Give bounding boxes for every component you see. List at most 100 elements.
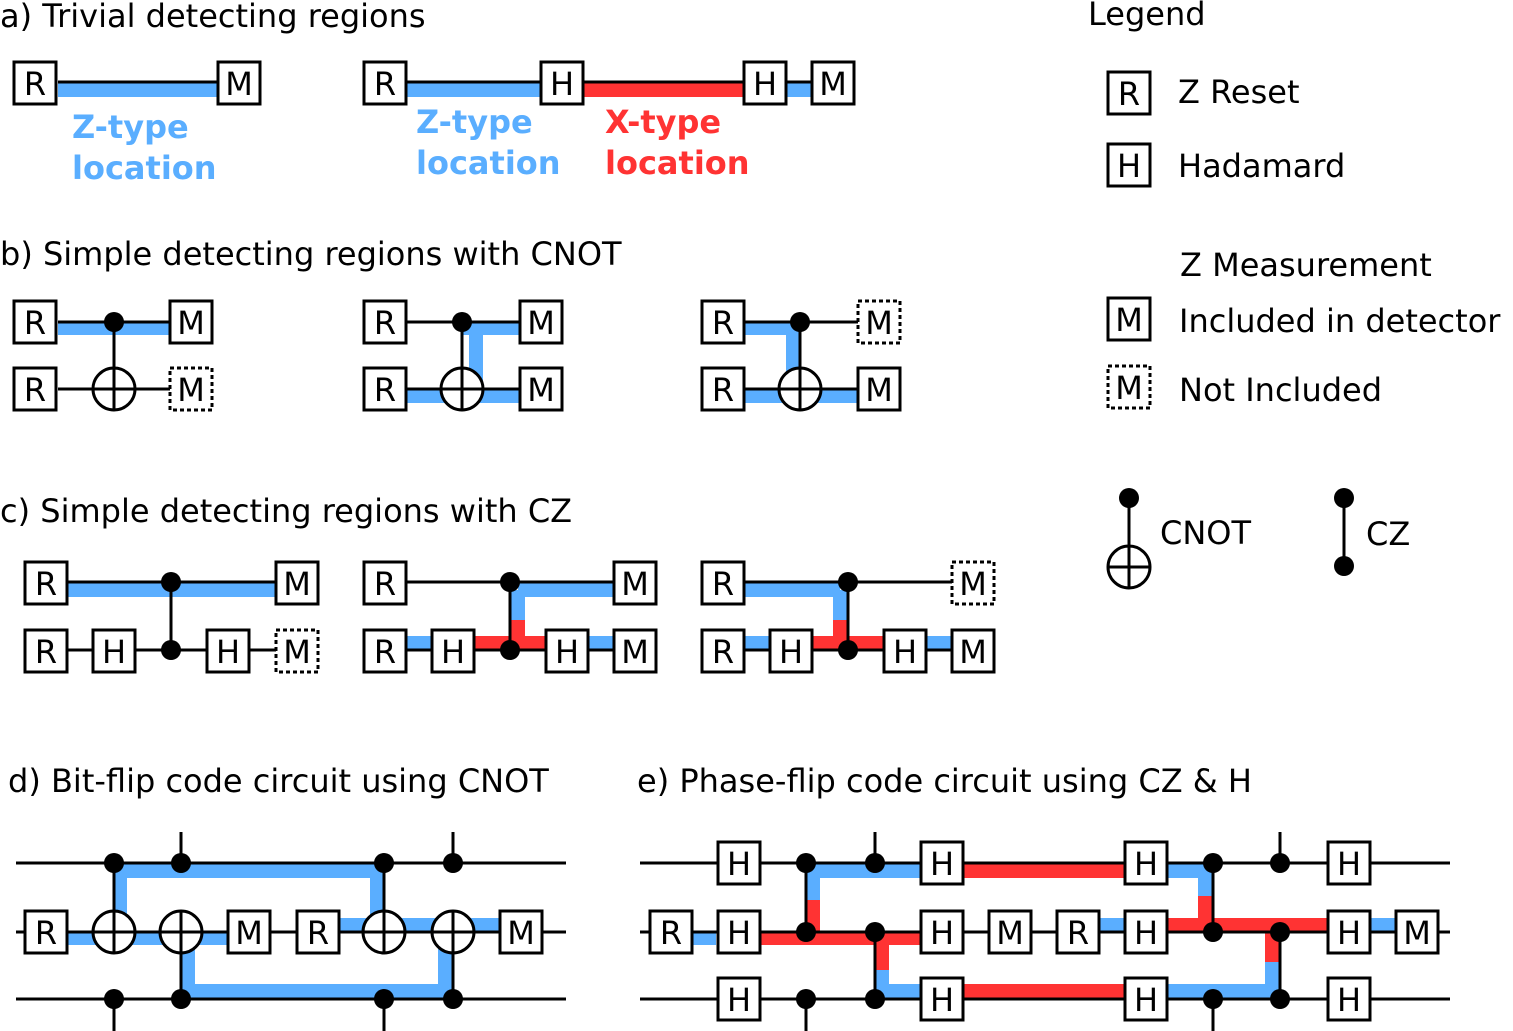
svg-text:H: H	[893, 633, 917, 671]
svg-text:M: M	[283, 633, 311, 671]
legend-cz-label: CZ	[1366, 515, 1410, 553]
gate-reset: R	[362, 560, 408, 606]
gate-measure-excluded: M	[274, 628, 320, 674]
cz-gate	[1270, 922, 1290, 1009]
svg-text:M: M	[177, 371, 205, 409]
legend-cnot-icon	[1106, 488, 1152, 590]
svg-text:M: M	[235, 914, 263, 952]
legend-hadamard-icon: H	[1106, 142, 1152, 188]
svg-text:M: M	[819, 65, 847, 103]
svg-text:R: R	[712, 304, 734, 342]
svg-text:H: H	[1337, 914, 1361, 952]
gate-reset: R	[700, 628, 746, 674]
gate-reset: R	[362, 628, 408, 674]
svg-text:H: H	[930, 981, 954, 1019]
legend-reset-icon: R	[1106, 70, 1152, 116]
svg-text:H: H	[779, 633, 803, 671]
gate-measure-excluded: M	[856, 299, 902, 345]
svg-text:R: R	[712, 633, 734, 671]
cz-gate	[1203, 853, 1223, 942]
gate-measure-excluded: M	[168, 366, 214, 412]
cnot-gate	[361, 853, 407, 955]
svg-text:H: H	[930, 845, 954, 883]
svg-text:H: H	[930, 914, 954, 952]
legend-measure-icon: M	[1106, 296, 1152, 342]
gate-hadamard: H	[919, 976, 965, 1022]
svg-text:R: R	[374, 371, 396, 409]
svg-text:M: M	[507, 914, 535, 952]
legend-cnot-label: CNOT	[1160, 514, 1251, 552]
svg-text:R: R	[660, 914, 682, 952]
svg-text:R: R	[1118, 75, 1140, 113]
svg-text:H: H	[727, 845, 751, 883]
svg-text:H: H	[102, 633, 126, 671]
z-type-label: Z-type	[72, 108, 189, 146]
section-b-title: b) Simple detecting regions with CNOT	[0, 235, 622, 273]
section-a: R M Z-type location R H H M Z-type loc	[12, 60, 856, 187]
gate-hadamard: H	[768, 628, 814, 674]
gate-hadamard: H	[882, 628, 928, 674]
svg-text:M: M	[527, 371, 555, 409]
svg-text:R: R	[35, 565, 57, 603]
svg-text:M: M	[225, 65, 253, 103]
gate-measure: M	[518, 366, 564, 412]
svg-text:R: R	[307, 914, 329, 952]
gate-reset: R	[12, 60, 58, 106]
cnot-gate	[158, 909, 204, 1009]
section-d: R M R M	[16, 832, 566, 1031]
section-d-title: d) Bit-flip code circuit using CNOT	[8, 762, 549, 800]
section-c-title: c) Simple detecting regions with CZ	[0, 492, 572, 530]
cz-gate	[865, 922, 885, 1009]
gate-measure: M	[518, 299, 564, 345]
gate-hadamard: H	[1326, 840, 1372, 886]
legend-measure-excluded-icon: M	[1106, 364, 1152, 410]
svg-text:R: R	[24, 65, 46, 103]
gate-measure: M	[168, 299, 214, 345]
svg-text:H: H	[727, 981, 751, 1019]
gate-reset: R	[362, 299, 408, 345]
svg-text:H: H	[216, 633, 240, 671]
svg-text:M: M	[1115, 369, 1143, 407]
svg-text:M: M	[959, 633, 987, 671]
gate-hadamard: H	[742, 60, 788, 106]
legend-included-label: Included in detector	[1179, 302, 1501, 340]
svg-text:M: M	[621, 633, 649, 671]
gate-reset: R	[648, 909, 694, 955]
cz-gate	[796, 853, 816, 942]
cnot-gate	[91, 853, 137, 955]
gate-measure: M	[216, 60, 262, 106]
gate-measure: M	[856, 366, 902, 412]
svg-text:R: R	[374, 304, 396, 342]
svg-text:M: M	[527, 304, 555, 342]
gate-hadamard: H	[716, 909, 762, 955]
svg-text:R: R	[374, 565, 396, 603]
gate-hadamard: H	[1123, 840, 1169, 886]
svg-text:H: H	[1134, 914, 1158, 952]
gate-hadamard: H	[430, 628, 476, 674]
gate-measure: M	[987, 909, 1033, 955]
svg-text:M: M	[1403, 914, 1431, 952]
svg-text:H: H	[1134, 845, 1158, 883]
svg-text:R: R	[712, 565, 734, 603]
svg-text:M: M	[996, 914, 1024, 952]
svg-text:M: M	[177, 304, 205, 342]
gate-measure: M	[498, 909, 544, 955]
svg-text:R: R	[24, 304, 46, 342]
svg-text:R: R	[374, 633, 396, 671]
z-type-label: Z-type	[416, 103, 533, 141]
legend-cz-icon	[1334, 488, 1354, 576]
gate-measure: M	[950, 628, 996, 674]
section-e: R H H H H H H M R H H H H H H M	[640, 832, 1450, 1031]
gate-reset: R	[295, 909, 341, 955]
svg-text:R: R	[24, 371, 46, 409]
gate-hadamard: H	[544, 628, 590, 674]
gate-hadamard: H	[919, 909, 965, 955]
svg-text:M: M	[621, 565, 649, 603]
section-c: R R H H M M R R H H M M R	[23, 560, 996, 674]
gate-hadamard: H	[716, 976, 762, 1022]
gate-hadamard: H	[91, 628, 137, 674]
svg-text:R: R	[374, 65, 396, 103]
svg-text:H: H	[727, 914, 751, 952]
svg-text:H: H	[1337, 845, 1361, 883]
legend-hadamard-label: Hadamard	[1178, 147, 1345, 185]
